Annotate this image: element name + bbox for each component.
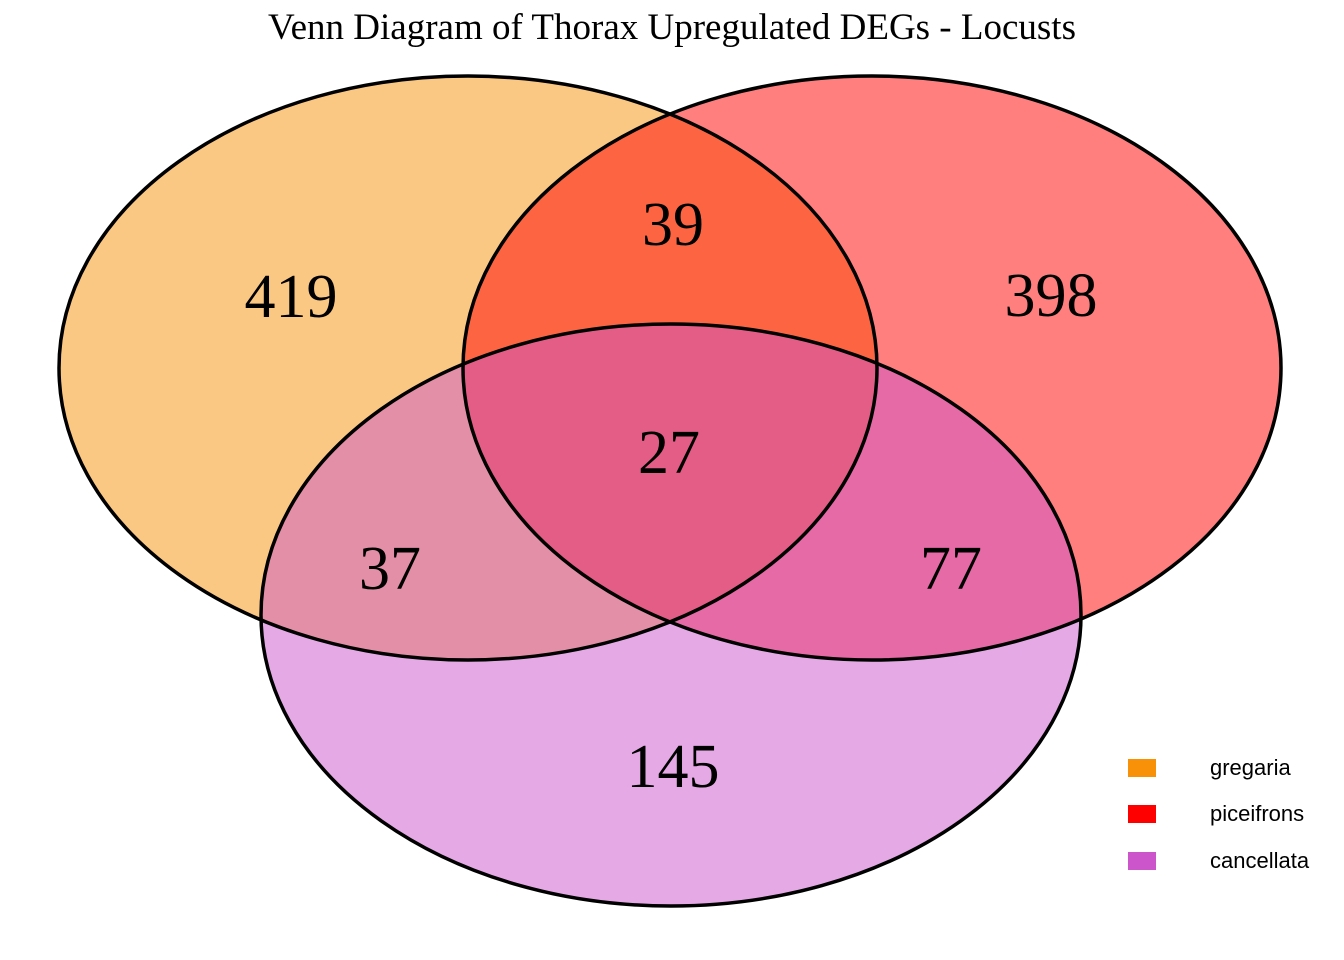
- chart-title: Venn Diagram of Thorax Upregulated DEGs …: [268, 7, 1076, 48]
- cancellata-ellipse-outline: [259, 322, 1083, 908]
- legend-item-cancellata: cancellata: [1128, 848, 1310, 873]
- count-all-three: 27: [638, 419, 700, 487]
- count-gregaria-piceifrons: 39: [642, 191, 704, 259]
- count-piceifrons-cancellata: 77: [920, 535, 982, 603]
- cancellata-swatch: [1128, 852, 1156, 870]
- legend-item-gregaria: gregaria: [1128, 755, 1291, 780]
- legend-item-piceifrons: piceifrons: [1128, 801, 1305, 826]
- count-gregaria-cancellata: 37: [359, 535, 421, 603]
- legend-label-piceifrons: piceifrons: [1210, 801, 1305, 826]
- piceifrons-ellipse-outline: [461, 74, 1283, 662]
- legend-label-gregaria: gregaria: [1210, 755, 1291, 780]
- cancellata-ellipse: [261, 324, 1081, 906]
- gregaria-swatch: [1128, 759, 1156, 777]
- gregaria-ellipse-outline: [57, 74, 879, 662]
- count-piceifrons-only: 398: [1004, 262, 1098, 330]
- count-cancellata-only: 145: [626, 733, 720, 801]
- piceifrons-swatch: [1128, 805, 1156, 823]
- count-gregaria-only: 419: [244, 263, 338, 331]
- legend-label-cancellata: cancellata: [1210, 848, 1310, 873]
